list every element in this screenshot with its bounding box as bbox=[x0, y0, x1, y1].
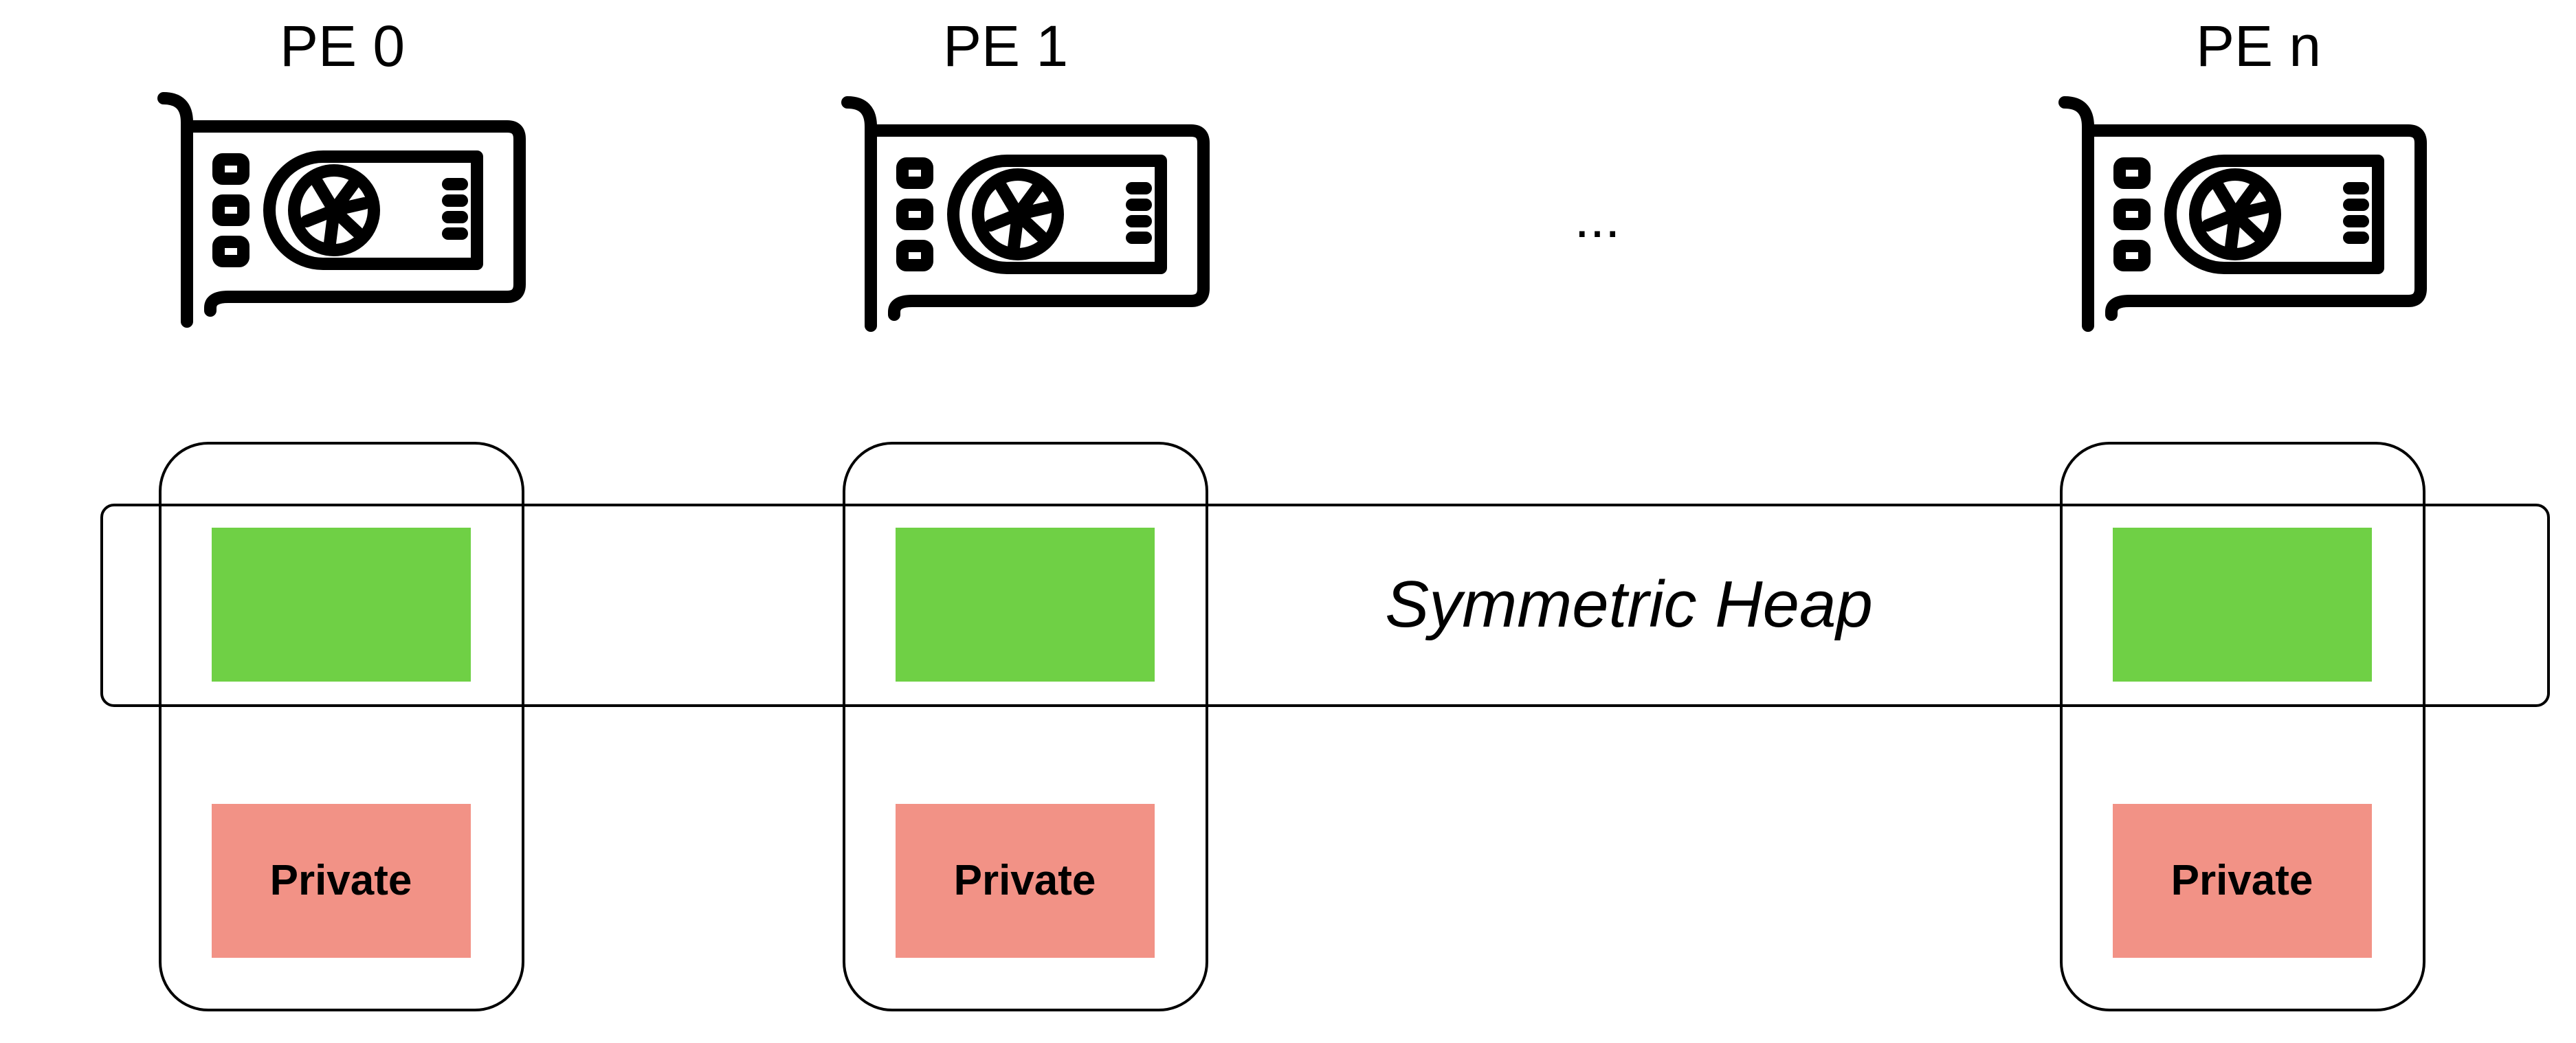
private-label: Private bbox=[270, 857, 412, 904]
symmetric-block bbox=[2113, 528, 2372, 682]
pe-memory-outline bbox=[159, 442, 524, 1011]
symmetric-heap-band bbox=[100, 504, 2550, 707]
gpu-card-icon bbox=[2058, 96, 2427, 332]
pe-column-n: PE n Private bbox=[2058, 14, 2427, 1011]
ellipsis: ... bbox=[1575, 188, 1621, 249]
gpu-card-icon bbox=[157, 92, 526, 328]
pe-label: PE 1 bbox=[943, 14, 1068, 78]
pe-column-1: PE 1 Private bbox=[841, 14, 1210, 1011]
private-label: Private bbox=[2171, 857, 2313, 904]
pe-label: PE n bbox=[2196, 14, 2321, 78]
pe-label: PE 0 bbox=[280, 14, 405, 78]
private-label: Private bbox=[954, 857, 1096, 904]
pe-memory-outline bbox=[843, 442, 1208, 1011]
pe-column-0: PE 0 Private bbox=[157, 14, 526, 1011]
private-block bbox=[2113, 804, 2372, 958]
symmetric-block bbox=[212, 528, 471, 682]
pe-memory-outline bbox=[2060, 442, 2425, 1011]
gpu-card-icon bbox=[841, 96, 1210, 332]
symmetric-block bbox=[896, 528, 1155, 682]
private-block bbox=[212, 804, 471, 958]
private-block bbox=[896, 804, 1155, 958]
symmetric-heap-label: Symmetric Heap bbox=[1385, 568, 1873, 641]
